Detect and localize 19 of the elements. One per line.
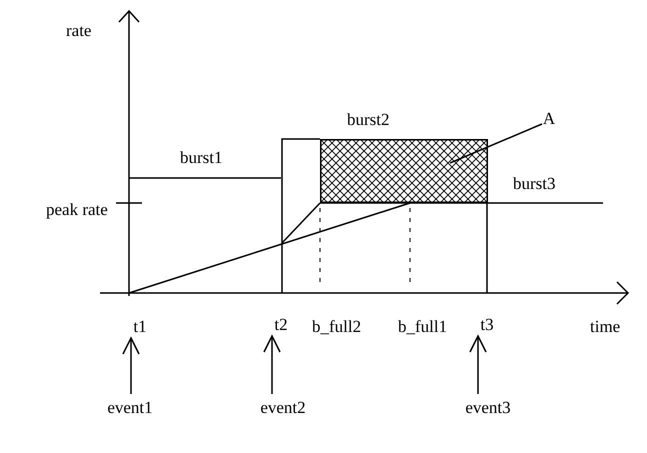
text-label: event1 (104, 398, 156, 418)
plot-label: b_full1 (398, 318, 448, 335)
arrow (469, 335, 487, 394)
text-label: A (540, 110, 558, 128)
text-label: t2 (272, 316, 290, 334)
hatched-region (320, 139, 488, 203)
axis-label: time (590, 318, 620, 335)
text-label: t1 (131, 318, 149, 336)
plot-label: b_full2 (312, 318, 362, 335)
text-label: event3 (462, 398, 514, 418)
text-label: t3 (478, 316, 496, 334)
plot-label: burst3 (513, 175, 556, 192)
arrow (263, 335, 281, 394)
axis-label: rate (66, 22, 92, 39)
plot-label: burst2 (347, 111, 390, 128)
plot-label: peak rate (46, 201, 108, 218)
arrow (122, 337, 140, 394)
text-label: event2 (257, 398, 309, 418)
plot-label: burst1 (180, 149, 222, 166)
